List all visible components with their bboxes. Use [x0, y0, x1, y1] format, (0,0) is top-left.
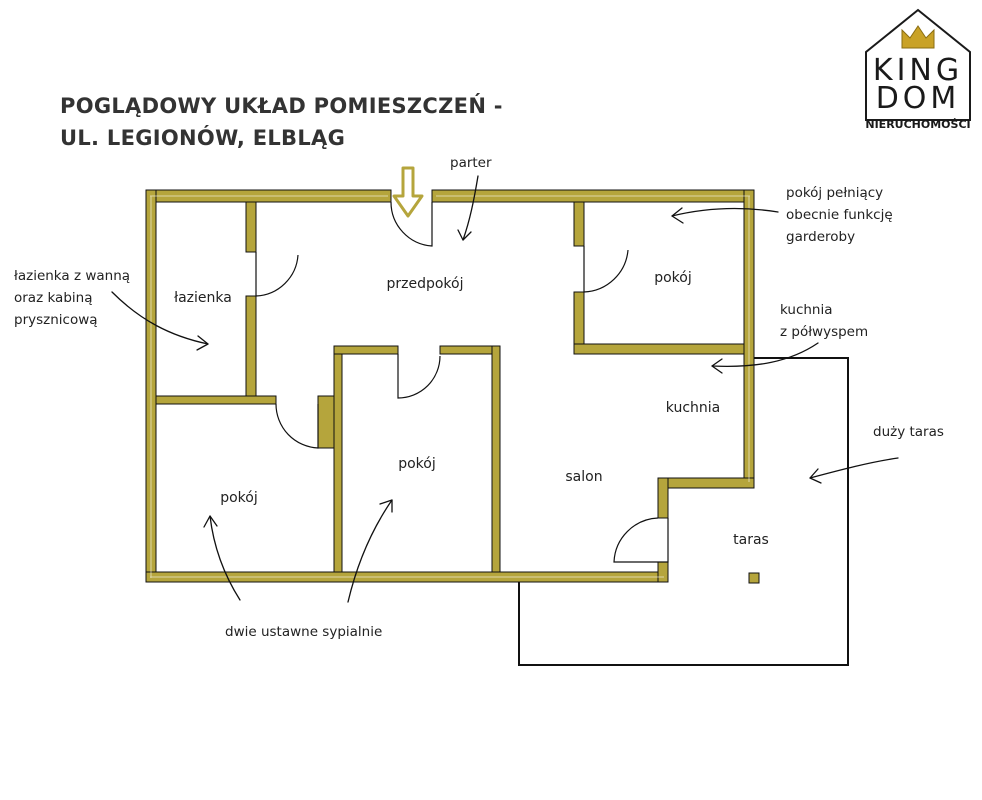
wall-ne-left-upper — [573, 201, 585, 247]
logo-house-outline — [865, 8, 971, 121]
arrow-kuchnia-icon — [711, 342, 819, 374]
logo-subtitle: NIERUCHOMOŚCI — [865, 118, 970, 131]
arrow-taras-icon — [809, 457, 899, 484]
note-kuchnia-line-1: kuchnia — [780, 302, 833, 318]
note-garderoba-line-1: pokój pełniący — [786, 185, 883, 201]
sw-bedroom-door — [275, 403, 319, 449]
kingdom-logo: KING DOM NIERUCHOMOŚCI — [865, 8, 971, 131]
note-garderoba-line-2: obecnie funkcję — [786, 207, 893, 223]
wall-ne-bottom — [573, 343, 745, 355]
plan-title: POGLĄDOWY UKŁAD POMIESZCZEŃ - UL. LEGION… — [60, 90, 503, 154]
note-garderoba-line-3: garderoby — [786, 229, 855, 245]
logo-dom-text: DOM — [876, 81, 961, 116]
room-label-pokoj-mid: pokój — [398, 456, 436, 472]
arrow-parter-icon — [457, 175, 479, 241]
wall-step-lower — [657, 561, 669, 583]
entrance-door — [390, 201, 433, 247]
terrace-outline — [518, 357, 849, 666]
note-lazienka-line-3: prysznicową — [14, 312, 98, 328]
wall-bath-upper — [245, 201, 257, 253]
room-label-taras: taras — [733, 532, 769, 548]
arrow-sypialnia-sw-icon — [203, 515, 241, 601]
annotation-arrows — [111, 175, 899, 603]
plan-title-line-1: POGLĄDOWY UKŁAD POMIESZCZEŃ - — [60, 94, 503, 118]
crown-icon — [901, 25, 935, 49]
room-label-lazienka: łazienka — [174, 290, 232, 306]
wall-mid-top-left — [333, 345, 399, 355]
terrace-post — [748, 572, 760, 584]
room-label-salon: salon — [565, 469, 602, 485]
note-taras: duży taras — [873, 424, 944, 440]
doors — [255, 201, 669, 563]
walls — [145, 189, 755, 583]
arrow-lazienka-icon — [111, 291, 209, 351]
room-label-kuchnia: kuchnia — [666, 400, 720, 416]
note-parter: parter — [450, 155, 492, 171]
wall-step-upper — [657, 477, 669, 519]
arrow-garderoba-icon — [671, 207, 779, 224]
room-label-przedpokoj: przedpokój — [386, 276, 463, 292]
wall-step-horizontal — [657, 477, 755, 489]
wall-mid-top-right — [439, 345, 501, 355]
wall-mid-right — [491, 345, 501, 573]
room-label-pokoj-sw: pokój — [220, 490, 258, 506]
terrace-door — [613, 517, 669, 563]
entrance-arrow-icon — [392, 166, 424, 218]
room-label-pokoj-ne: pokój — [654, 270, 692, 286]
wall-bath-bottom — [155, 395, 277, 405]
logo-king-text: KING — [873, 53, 963, 88]
wall-ne-left-lower — [573, 291, 585, 353]
mid-bedroom-door — [397, 354, 441, 399]
wall-bath-lower — [245, 295, 257, 401]
bathroom-door — [255, 252, 299, 297]
ne-room-door — [583, 246, 629, 293]
note-lazienka-line-1: łazienka z wanną — [14, 268, 130, 284]
wall-sw-door-jamb — [317, 395, 337, 449]
note-kuchnia-line-2: z półwyspem — [780, 324, 868, 340]
plan-title-line-2: UL. LEGIONÓW, ELBLĄG — [60, 126, 346, 150]
wall-highlights — [150, 195, 750, 578]
note-sypialnie: dwie ustawne sypialnie — [225, 624, 382, 640]
note-lazienka-line-2: oraz kabiną — [14, 290, 92, 306]
arrow-sypialnia-mid-icon — [347, 499, 393, 603]
wall-sw-right — [333, 351, 343, 573]
